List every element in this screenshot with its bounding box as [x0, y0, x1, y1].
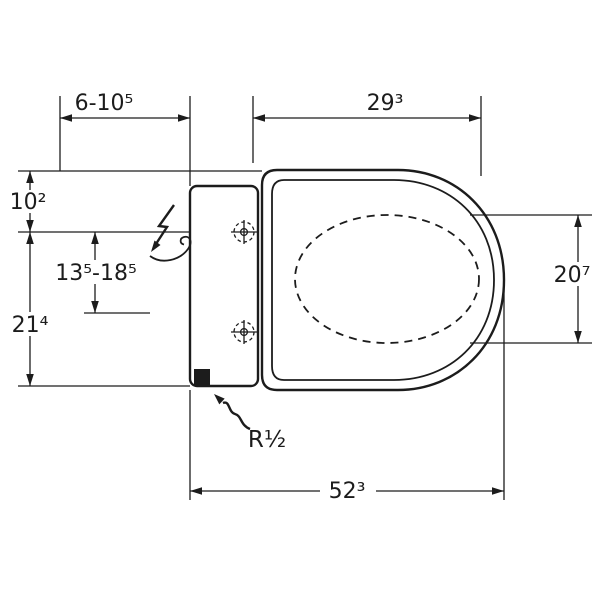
- arrowhead-down: [91, 301, 99, 313]
- lightning-arrowhead: [151, 240, 161, 252]
- dimension-left-range: 13⁵-18⁵: [50, 232, 142, 313]
- hinge-top-bolt: [239, 227, 249, 237]
- wavy-arrow-icon: [214, 394, 225, 405]
- arrowhead-down: [26, 220, 34, 232]
- dimension-total-depth: 52³: [189, 287, 505, 504]
- seat-inner-outline: [271, 179, 495, 381]
- arrowhead-up: [91, 232, 99, 244]
- hinge-bottom-bolt: [239, 327, 249, 337]
- arrowhead-right: [469, 114, 481, 122]
- dimension-label-left-range: 13⁵-18⁵: [55, 261, 137, 286]
- water-connection-label: R½: [248, 427, 286, 453]
- wavy-arrow-shaft: [222, 401, 251, 431]
- arrowhead-up: [574, 215, 582, 227]
- power-connection-symbol: [149, 204, 192, 262]
- water-connection-square: [194, 369, 210, 386]
- arrowhead-right: [492, 487, 504, 495]
- dimension-top-width: 29³: [252, 91, 482, 176]
- dimension-left-upper: 10²: [6, 171, 50, 232]
- arrowhead-left: [60, 114, 72, 122]
- dimension-label-wall-offset: 6-10⁵: [75, 91, 134, 116]
- water-supply-callout: R½: [214, 394, 286, 453]
- dimension-left-lower: 21⁴: [6, 232, 52, 386]
- dimension-wall-offset: 6-10⁵: [59, 91, 191, 186]
- arrowhead-up: [26, 232, 34, 244]
- label-background: [320, 477, 376, 503]
- arrowhead-left: [190, 487, 202, 495]
- hinge-top-dashed-circle: [233, 221, 255, 243]
- cable-pigtail: [149, 235, 192, 262]
- dimension-label-left-upper: 10²: [10, 190, 47, 215]
- label-background: [548, 262, 596, 286]
- arrowhead-down: [574, 331, 582, 343]
- label-background: [50, 260, 142, 284]
- arrowhead-left: [253, 114, 265, 122]
- label-background: [6, 312, 52, 336]
- arrowhead-right: [178, 114, 190, 122]
- hinge-top: [231, 220, 257, 244]
- dimension-label-total-depth: 52³: [329, 479, 366, 504]
- arrowhead-up: [26, 171, 34, 183]
- toilet-seat: [260, 168, 506, 392]
- seat-outer-outline: [260, 168, 506, 392]
- lightning-bolt-icon: [152, 204, 175, 248]
- dimension-bowl-height: 20⁷: [470, 214, 596, 344]
- label-background: [6, 190, 50, 213]
- bowl-opening-dashed-ellipse: [294, 214, 480, 344]
- dimension-label-bowl-height: 20⁷: [554, 263, 591, 288]
- mounting-box: [188, 184, 260, 388]
- arrowhead-down: [26, 374, 34, 386]
- dimension-label-left-lower: 21⁴: [12, 313, 49, 338]
- mounting-box-outline: [188, 184, 260, 388]
- dimension-label-top-width: 29³: [367, 91, 404, 116]
- hinge-bottom: [231, 320, 257, 344]
- hinge-bottom-dashed-circle: [233, 321, 255, 343]
